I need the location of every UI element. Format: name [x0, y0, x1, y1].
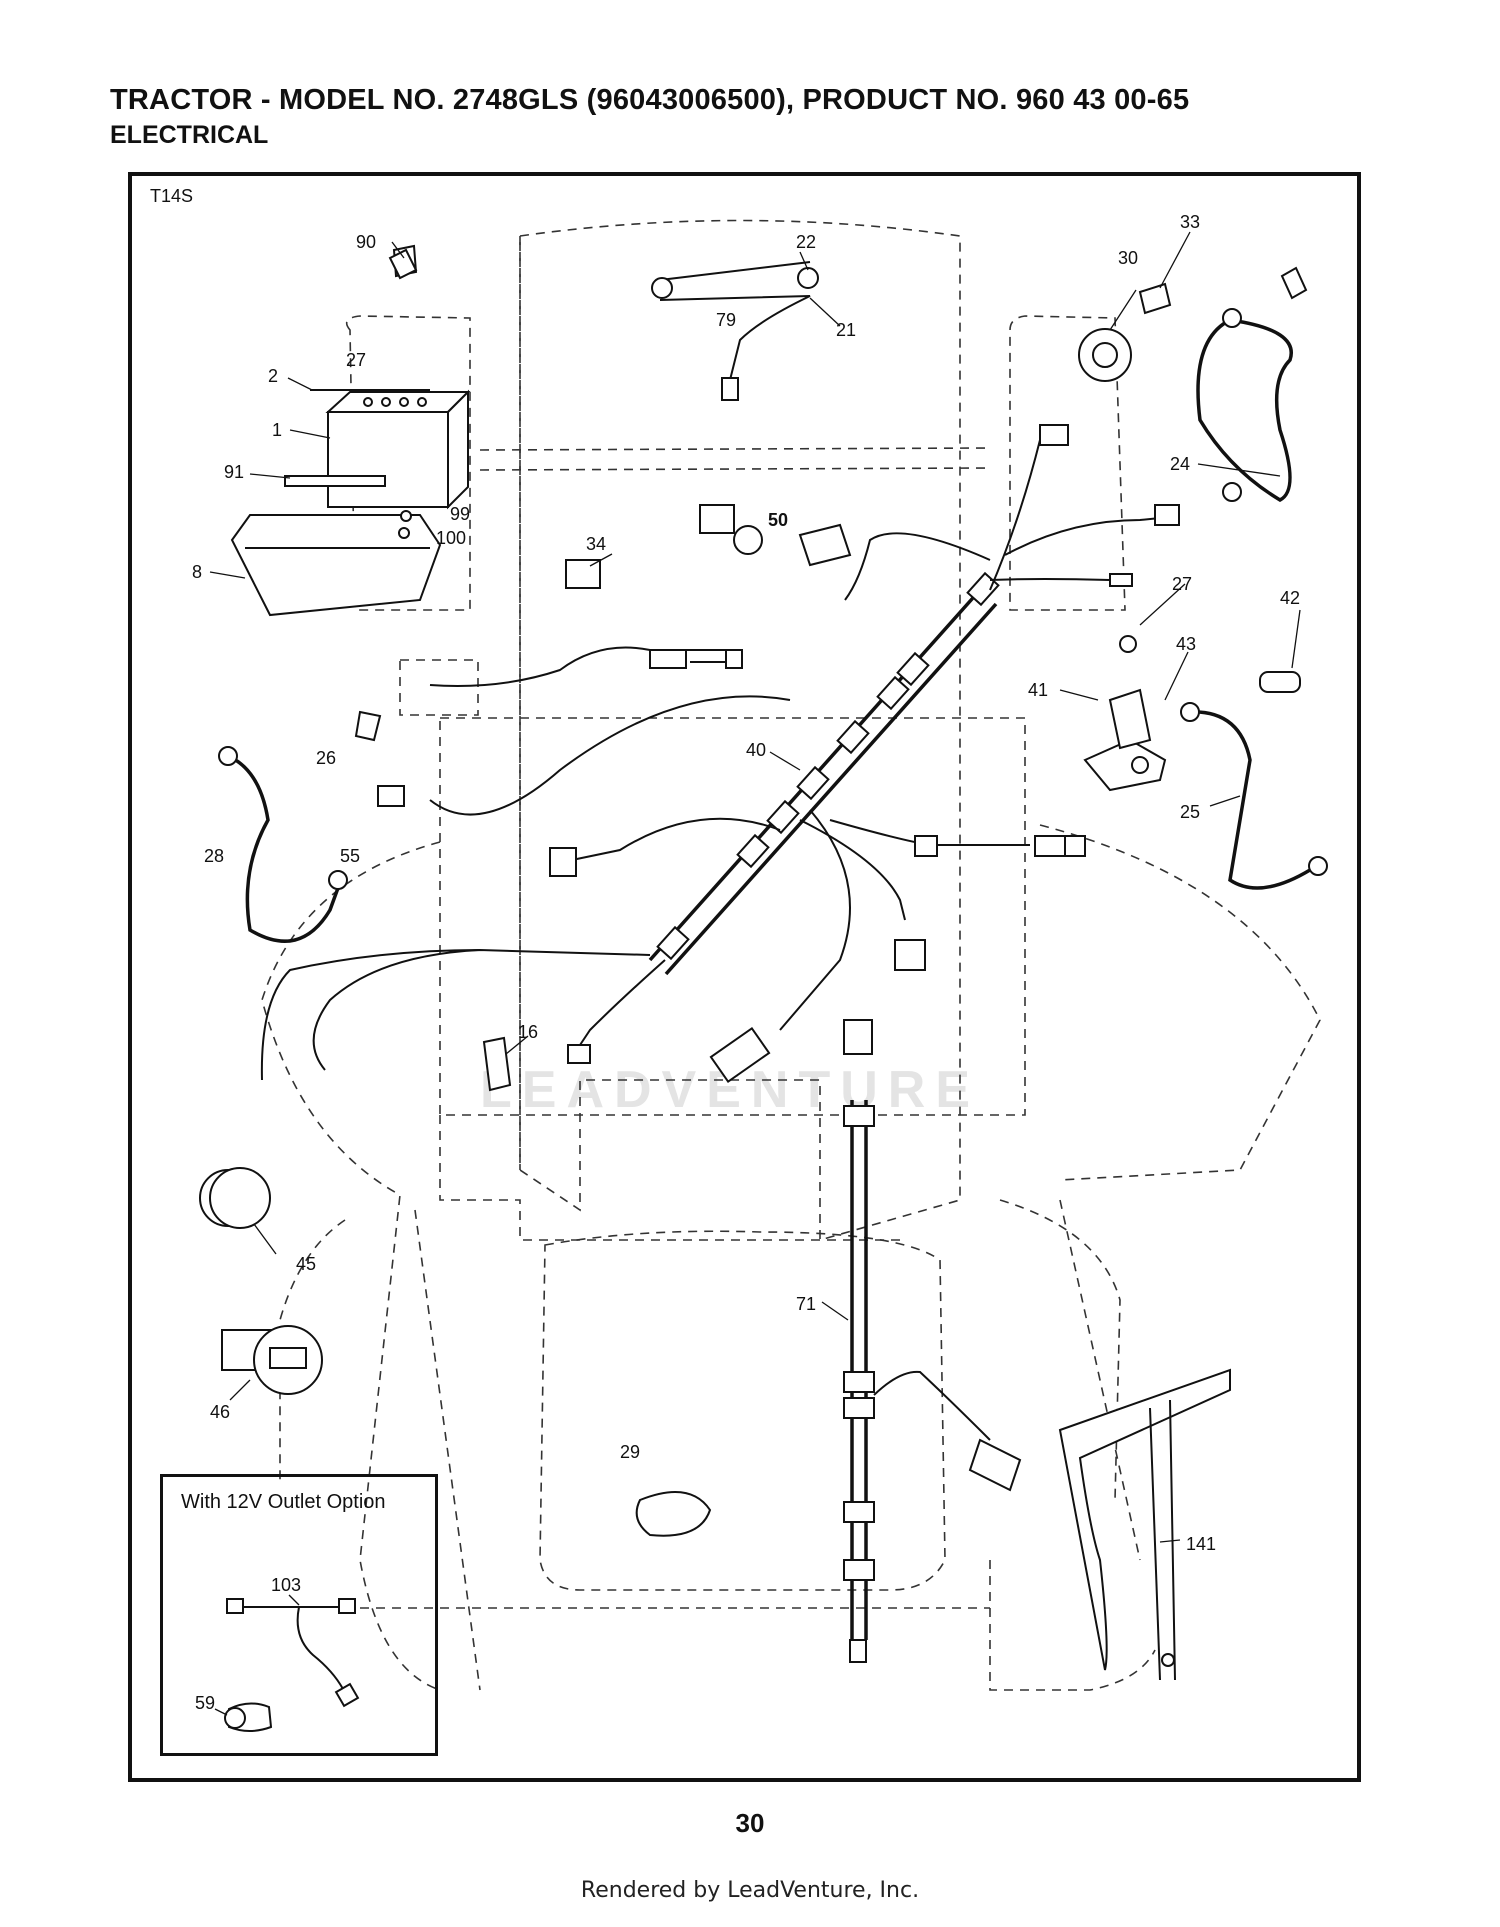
callout-90: 90	[356, 232, 376, 252]
callout-1: 1	[272, 420, 282, 440]
page-subtitle: ELECTRICAL	[110, 121, 269, 149]
callout-100: 100	[436, 528, 466, 548]
callout-46: 46	[210, 1402, 230, 1422]
callout-29: 29	[620, 1442, 640, 1462]
callout-50: 50	[768, 510, 788, 530]
callout-40: 40	[746, 740, 766, 760]
headlight-harness	[651, 261, 819, 401]
callout-34: 34	[586, 534, 606, 554]
sheet-code: T14S	[150, 186, 194, 206]
outlet-option-inset: With 12V Outlet Option 103 59	[160, 1474, 438, 1756]
callout-labels: 1 2 8 16 21 22 24 25 26 27 27 28 29 30 3…	[192, 212, 1300, 1554]
callout-91: 91	[224, 462, 244, 482]
callout-27a: 27	[346, 350, 366, 370]
small-components	[354, 248, 1301, 1537]
callout-41: 41	[1028, 680, 1048, 700]
callout-43: 43	[1176, 634, 1196, 654]
footer-credit: Rendered by LeadVenture, Inc.	[580, 1878, 920, 1903]
battery-cables	[218, 266, 1328, 943]
callout-24: 24	[1170, 454, 1190, 474]
page-title: TRACTOR - MODEL NO. 2748GLS (96043006500…	[110, 84, 1190, 116]
page-number: 30	[735, 1808, 765, 1838]
callout-2: 2	[268, 366, 278, 386]
callout-103: 103	[271, 1575, 301, 1595]
callout-59: 59	[195, 1693, 215, 1713]
callout-21: 21	[836, 320, 856, 340]
chassis-outline	[261, 219, 1321, 1691]
battery-group	[230, 244, 471, 617]
callout-71: 71	[796, 1294, 816, 1314]
inset-diagram: 103 59	[195, 1575, 360, 1732]
callout-99: 99	[450, 504, 470, 524]
callout-28: 28	[204, 846, 224, 866]
callout-55: 55	[340, 846, 360, 866]
callout-42: 42	[1280, 588, 1300, 608]
callout-141: 141	[1186, 1534, 1216, 1554]
callout-22: 22	[796, 232, 816, 252]
callout-16: 16	[518, 1022, 538, 1042]
gauges	[199, 1167, 323, 1395]
callout-79: 79	[716, 310, 736, 330]
callout-25: 25	[1180, 802, 1200, 822]
callout-27b: 27	[1172, 574, 1192, 594]
callout-26: 26	[316, 748, 336, 768]
leader-lines	[209, 231, 1301, 1543]
callout-30: 30	[1118, 248, 1138, 268]
callout-45: 45	[296, 1254, 316, 1274]
main-harness	[260, 424, 1180, 1084]
diagram-frame	[128, 172, 1361, 1782]
lower-harness	[843, 1019, 1231, 1681]
callout-8: 8	[192, 562, 202, 582]
callout-33: 33	[1180, 212, 1200, 232]
inset-title: With 12V Outlet Option	[181, 1491, 386, 1513]
